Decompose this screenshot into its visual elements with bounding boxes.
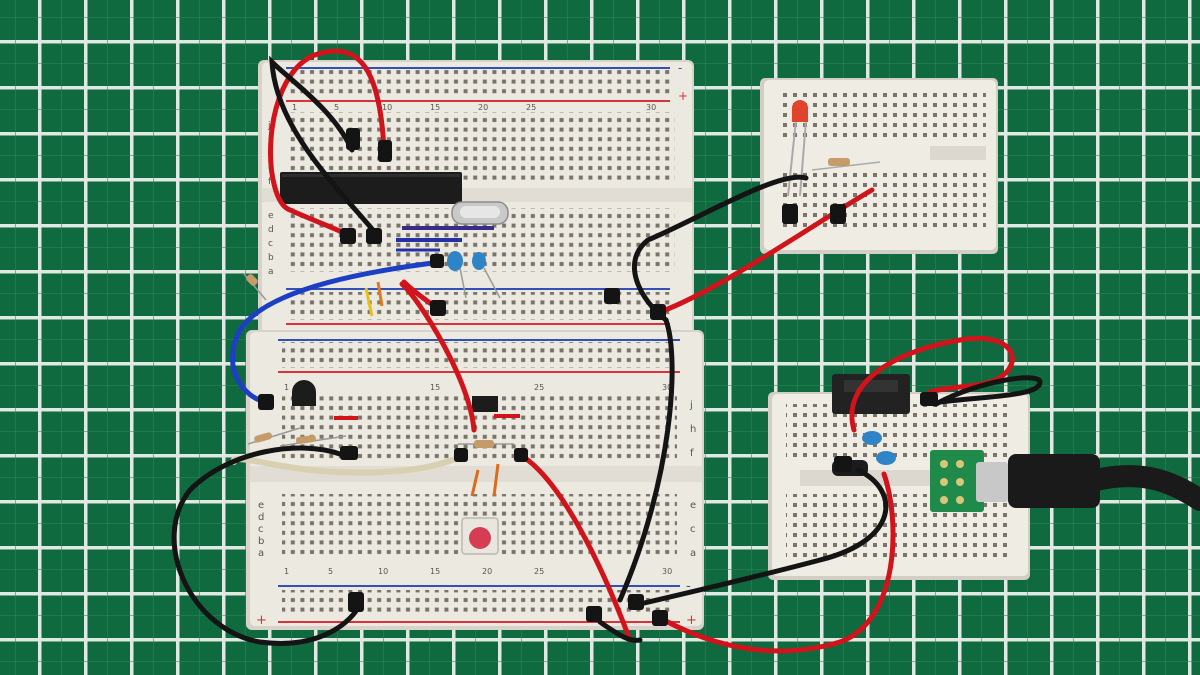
wire-red[interactable]: [849, 335, 1015, 433]
power-rail-top[interactable]: [290, 70, 670, 98]
row-letter: b: [258, 536, 264, 547]
row-letter: d: [258, 512, 264, 523]
resistor[interactable]: [458, 440, 514, 448]
row-letter: f: [268, 177, 272, 187]
wire-black[interactable]: [171, 445, 363, 646]
row-letter: j: [267, 121, 271, 131]
resistor[interactable]: [243, 273, 267, 301]
usb-cable[interactable]: [1008, 454, 1200, 511]
row-letter: a: [690, 548, 696, 559]
row-letter: e: [268, 211, 274, 221]
row-letter: e: [258, 500, 264, 511]
column-number: 5: [328, 567, 333, 576]
column-number: 15: [430, 103, 440, 112]
rail-plus-label: +: [678, 89, 688, 103]
column-number: 15: [430, 567, 440, 576]
column-number: 30: [646, 103, 656, 112]
wire-blue[interactable]: [230, 259, 443, 405]
column-number: 30: [662, 383, 672, 392]
jumper-wire-yellow[interactable]: [364, 287, 374, 317]
rail-plus-label: +: [256, 613, 267, 628]
power-rail-upper[interactable]: [282, 342, 674, 368]
rail-plus-label: +: [686, 613, 697, 628]
push-button[interactable]: [461, 517, 499, 555]
row-letter: h: [690, 424, 696, 435]
row-letter: j: [689, 400, 693, 411]
row-letter: e: [690, 500, 696, 511]
resistor[interactable]: [247, 427, 301, 445]
wire-red[interactable]: [399, 281, 477, 433]
column-number: 10: [378, 567, 388, 576]
column-number: 25: [534, 383, 544, 392]
ceramic-capacitor[interactable]: [862, 431, 882, 445]
resistor[interactable]: [811, 158, 881, 171]
jumper-wire-orange[interactable]: [492, 463, 500, 497]
crystal-oscillator[interactable]: [451, 201, 509, 225]
column-number: 25: [526, 103, 536, 112]
jumper-wire-orange[interactable]: [470, 469, 480, 497]
rail-minus-label: -: [678, 61, 682, 75]
wire-red[interactable]: [661, 471, 896, 654]
jumper-wire-orange[interactable]: [376, 281, 384, 307]
wire-red[interactable]: [268, 48, 387, 239]
column-number: 1: [292, 103, 297, 112]
column-number: 1: [284, 567, 289, 576]
wire-black[interactable]: [597, 619, 643, 643]
row-letter: c: [690, 524, 696, 535]
row-letter: c: [268, 239, 273, 249]
row-letter: a: [268, 267, 274, 277]
wire-plug-ends: [258, 128, 938, 626]
voltage-regulator[interactable]: [292, 380, 316, 406]
ceramic-capacitor[interactable]: [447, 251, 467, 299]
wire-red[interactable]: [657, 187, 875, 315]
micro-usb-module[interactable]: [930, 450, 1008, 512]
wire-black[interactable]: [617, 174, 809, 603]
transistor[interactable]: [472, 396, 498, 412]
column-number: 10: [382, 103, 392, 112]
column-number: 25: [534, 567, 544, 576]
row-letter: d: [268, 225, 274, 235]
column-number: 15: [430, 383, 440, 392]
wire-red[interactable]: [519, 453, 633, 643]
ceramic-capacitor[interactable]: [472, 252, 501, 299]
mini-strip-bottom[interactable]: [780, 168, 986, 232]
wire-black[interactable]: [933, 375, 1043, 407]
row-letter: f: [690, 448, 694, 459]
red-led[interactable]: [787, 100, 808, 197]
column-number: 1: [284, 383, 289, 392]
resistor[interactable]: [279, 435, 347, 447]
mini-breadboard-led: [760, 78, 998, 254]
ceramic-capacitor[interactable]: [876, 451, 896, 465]
row-letter: b: [268, 253, 274, 263]
column-number: 20: [478, 103, 488, 112]
column-number: 20: [482, 567, 492, 576]
row-letter: a: [258, 548, 264, 559]
wire-black[interactable]: [269, 55, 381, 239]
microcontroller-chip[interactable]: [280, 172, 462, 204]
wire-black[interactable]: [637, 467, 889, 607]
rail-minus-label: -: [686, 579, 691, 594]
column-number: 30: [662, 567, 672, 576]
row-letter: c: [258, 524, 264, 535]
mini-strip-top[interactable]: [780, 92, 986, 138]
column-number: 5: [334, 103, 339, 112]
power-rail-bottom[interactable]: [282, 590, 674, 616]
